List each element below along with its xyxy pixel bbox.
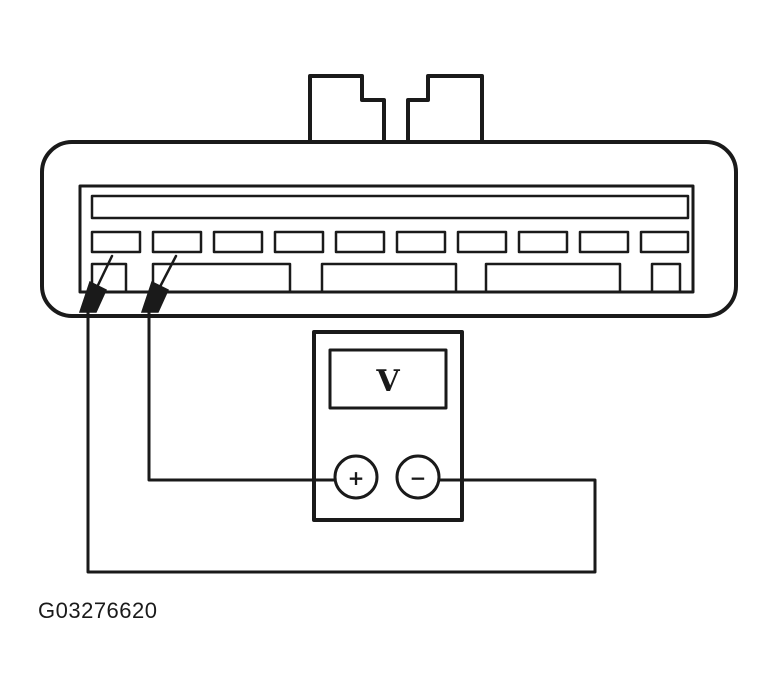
terminal-cavity [517, 230, 569, 254]
connector-body [40, 140, 738, 318]
connector-face [78, 184, 695, 294]
terminal-cavity [212, 230, 264, 254]
negative-lead-wire [86, 304, 597, 574]
connector-top-slot [90, 194, 690, 220]
positive-lead-wire [147, 304, 337, 482]
negative-terminal-sign: − [410, 466, 427, 490]
terminal-cavity [151, 230, 203, 254]
probe-icon [140, 254, 178, 313]
terminal-cavity [639, 230, 690, 254]
probe-icon [78, 254, 114, 313]
terminal-cavity [456, 230, 508, 254]
terminal-cavity [578, 230, 630, 254]
negative-terminal [395, 454, 441, 500]
voltmeter-display-label: V [375, 364, 400, 399]
voltmeter-body [312, 330, 464, 522]
terminal-cavity [273, 230, 325, 254]
voltmeter-display [328, 348, 448, 410]
voltmeter-icon: V + − [312, 330, 464, 522]
terminal-cavity [334, 230, 386, 254]
lower-key-slots [90, 262, 682, 294]
terminal-cavity [395, 230, 447, 254]
terminal-cavity [90, 230, 142, 254]
connector-latch [308, 74, 484, 142]
terminal-row [90, 230, 690, 254]
figure-id-label: G03276620 [38, 598, 158, 623]
positive-terminal [333, 454, 379, 500]
positive-terminal-sign: + [348, 466, 365, 490]
